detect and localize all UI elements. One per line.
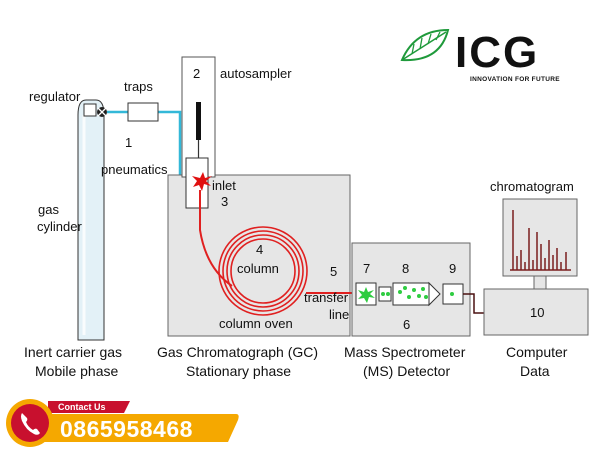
gas-cylinder [77,99,105,341]
signal-cable [463,293,492,314]
carrier-caption-line2: Mobile phase [35,363,118,379]
component-number-4: 4 [256,242,263,257]
component-number-10: 10 [530,305,544,320]
injection-burst-icon [192,172,212,191]
line-label: line [329,307,349,322]
ms-caption-line1: Mass Spectrometer [344,344,466,360]
transfer-label: transfer [304,290,349,305]
brand-tagline: INNOVATION FOR FUTURE [470,76,560,83]
detector [442,283,464,305]
chromatogram-trace [510,210,571,271]
ionization-burst-icon [358,287,375,303]
brand-name: ICG [455,28,539,77]
contact-badge[interactable]: Contact Us 0865958468 [6,399,239,447]
cylinder-label: cylinder [37,219,82,234]
component-number-2: 2 [193,66,200,81]
component-number-8: 8 [402,261,409,276]
column-coil [218,226,308,316]
leaf-icon [400,28,450,62]
ms-caption-line2: (MS) Detector [363,363,450,379]
component-number-9: 9 [449,261,456,276]
contact-phone: 0865958468 [60,416,193,442]
autosampler-label: autosampler [220,66,292,81]
monitor [502,198,578,277]
contact-title-ribbon [48,401,130,413]
phone-icon [21,413,40,435]
pneumatics-label: pneumatics [101,162,168,177]
ion-optics [378,286,392,302]
component-number-6: 6 [403,317,410,332]
monitor-stand [533,275,547,290]
gas-label: gas [38,202,59,217]
inlet-label: inlet [212,178,236,193]
column-label: column [237,261,279,276]
contact-title: Contact Us [58,402,106,412]
contact-phone-ribbon [40,414,239,442]
component-number-7: 7 [363,261,370,276]
column-oven-label: column oven [219,316,293,331]
chromatogram-label: chromatogram [490,179,574,194]
regulator-label: regulator [29,89,81,104]
regulator-valve-icon [97,107,107,117]
computer-caption-line2: Data [520,363,550,379]
traps-label: traps [124,79,153,94]
mass-analyzer [392,281,441,307]
phone-icon-disc [11,404,49,442]
component-number-1: 1 [125,135,132,150]
component-number-3: 3 [221,194,228,209]
icg-logo: ICG INNOVATION FOR FUTURE [400,28,560,83]
traps-box [127,102,159,122]
gc-caption-line1: Gas Chromatograph (GC) [157,344,318,360]
component-number-5: 5 [330,264,337,279]
computer-caption-line1: Computer [506,344,568,360]
carrier-caption-line1: Inert carrier gas [24,344,122,360]
gc-caption-line2: Stationary phase [186,363,291,379]
column-tubing-in [199,190,233,287]
